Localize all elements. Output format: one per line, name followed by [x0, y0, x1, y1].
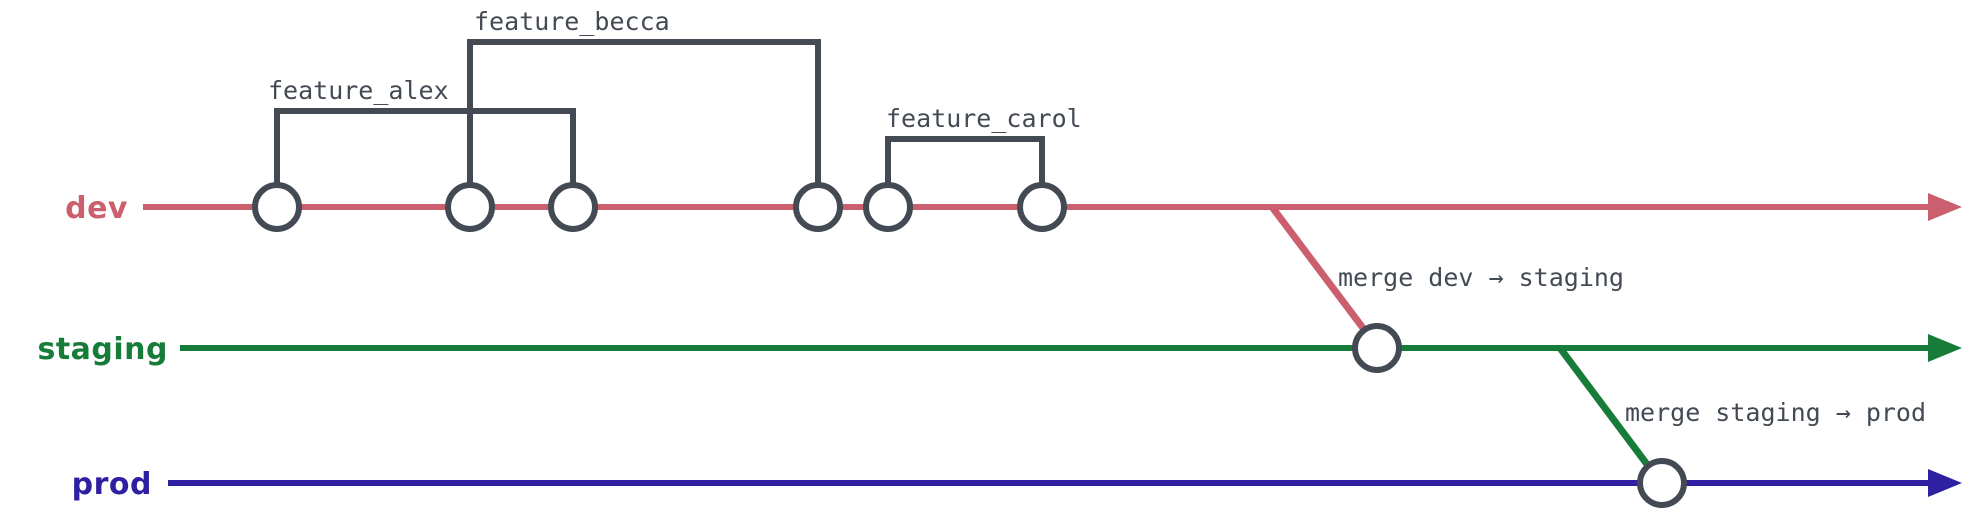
feature-label-alex: feature_alex [268, 76, 449, 105]
feature-label-becca: feature_becca [474, 7, 670, 36]
merge-line-dev-staging [1269, 204, 1375, 343]
commit-node[interactable] [863, 182, 913, 232]
feature-bracket-path-carol [885, 136, 1045, 185]
branch-lane-staging: staging [37, 332, 1962, 367]
commit-nodes [252, 182, 1687, 508]
commit-node[interactable] [445, 182, 495, 232]
commit-node[interactable] [252, 182, 302, 232]
branch-label-dev: dev [65, 191, 128, 226]
merge-staging-to-prod: merge staging → prod [1557, 345, 1926, 478]
branch-lane-dev: dev [65, 191, 1962, 226]
feature-label-carol: feature_carol [886, 104, 1082, 133]
merge-commit-node-staging[interactable] [1352, 323, 1402, 373]
branch-arrowhead-prod [1928, 469, 1962, 497]
merge-dev-to-staging: merge dev → staging [1269, 204, 1624, 343]
merge-label-staging-prod: merge staging → prod [1625, 398, 1926, 427]
commit-node[interactable] [793, 182, 843, 232]
branch-label-prod: prod [72, 467, 152, 502]
feature-bracket-path-alex [274, 108, 576, 185]
commit-node[interactable] [548, 182, 598, 232]
merge-commit-node-prod[interactable] [1637, 458, 1687, 508]
feature-bracket-feature_alex: feature_alex [268, 76, 576, 185]
branch-label-staging: staging [37, 332, 168, 367]
commit-node[interactable] [1017, 182, 1067, 232]
merge-label-dev-staging: merge dev → staging [1338, 263, 1624, 292]
feature-bracket-feature_carol: feature_carol [885, 104, 1082, 185]
feature-bracket-feature_becca: feature_becca [467, 7, 821, 185]
merge-line-staging-prod [1557, 345, 1658, 478]
branch-arrowhead-staging [1928, 334, 1962, 362]
branch-arrowhead-dev [1928, 193, 1962, 221]
